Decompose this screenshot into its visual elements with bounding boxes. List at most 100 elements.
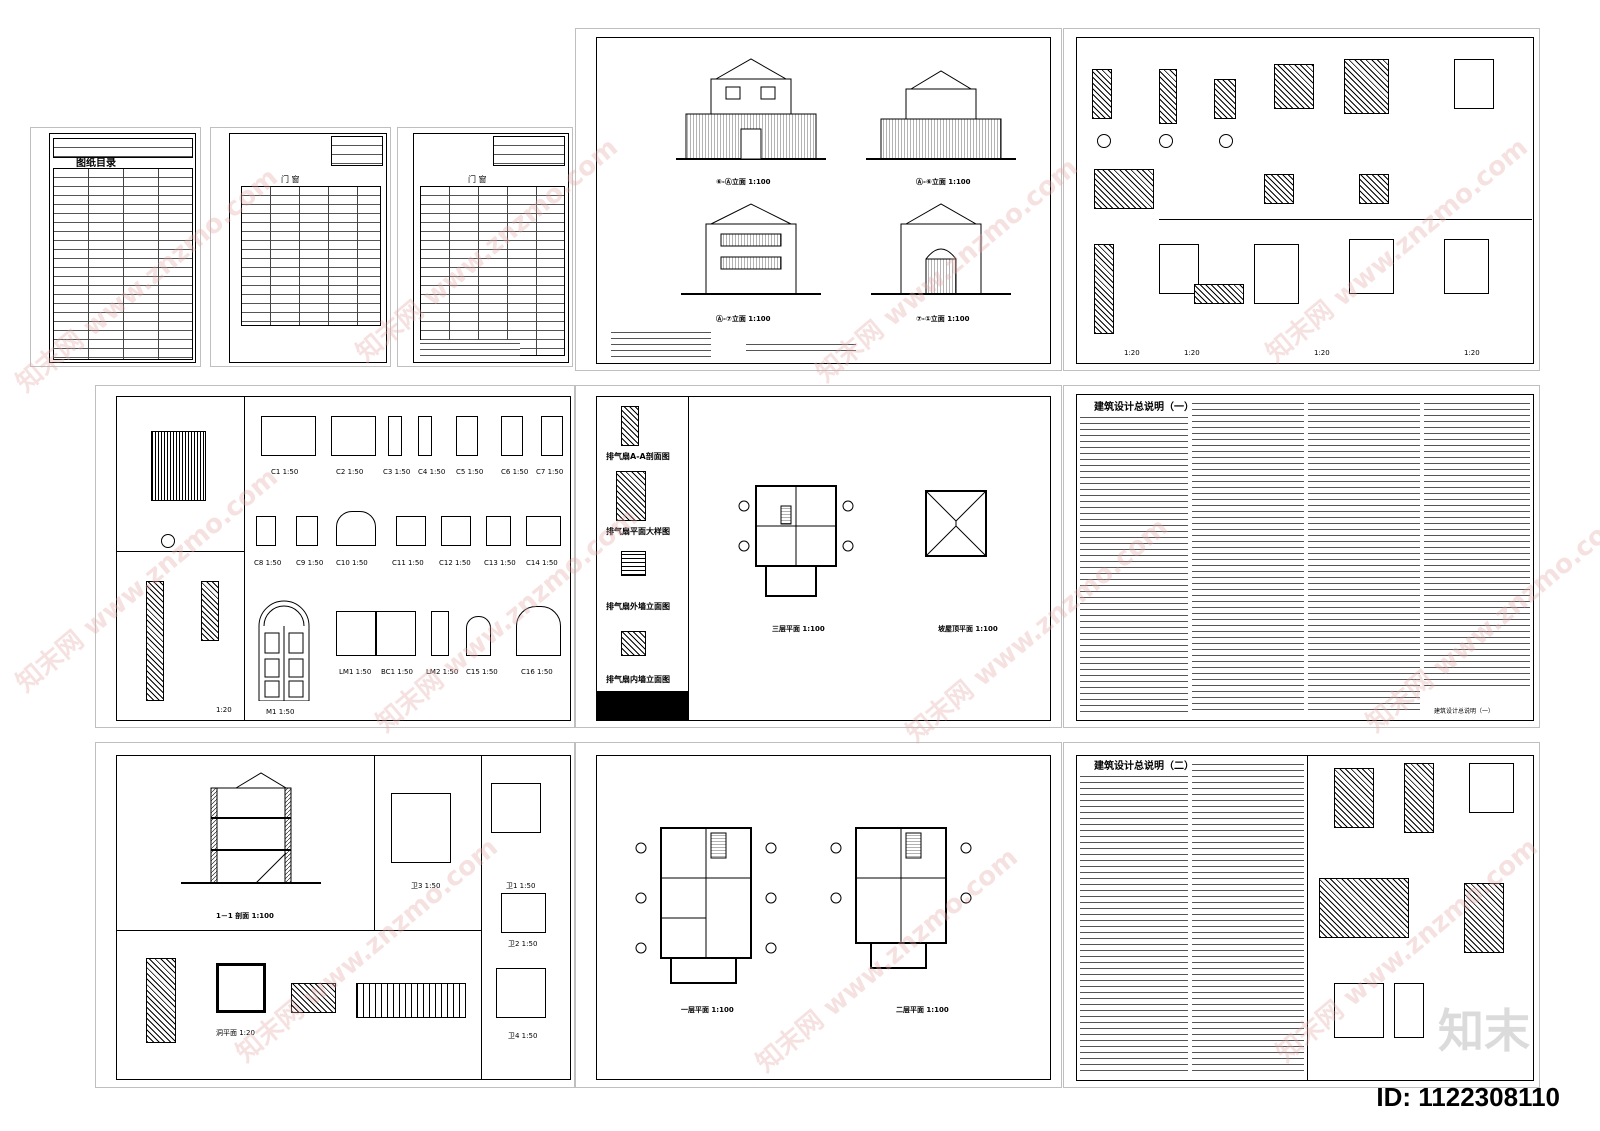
detail-index-circle — [1159, 134, 1173, 148]
stair-detail — [1334, 768, 1374, 828]
window-elevation-c8 — [256, 516, 276, 546]
eave-detail — [146, 958, 176, 1043]
first-floor-plan-label: 一层平面 1:100 — [681, 1006, 734, 1014]
toilet-4-label: 卫4 1:50 — [508, 1032, 538, 1040]
window-label-c14: C14 1:50 — [526, 559, 558, 567]
window-elevation-c2 — [331, 416, 376, 456]
section-detail — [201, 581, 219, 641]
door-window-table — [241, 186, 381, 326]
window-label-c9: C9 1:50 — [296, 559, 324, 567]
sheet-frame — [1076, 37, 1534, 364]
opening-plan-detail — [216, 963, 266, 1013]
detail-node — [1254, 244, 1299, 304]
window-label-c2: C2 1:50 — [336, 468, 364, 476]
detail-index-circle — [1097, 134, 1111, 148]
window-label-c6: C6 1:50 — [501, 468, 529, 476]
window-label-bc1: BC1 1:50 — [381, 668, 413, 676]
window-label-c8: C8 1:50 — [254, 559, 282, 567]
skylight-detail — [291, 983, 336, 1013]
window-elevation-c10 — [336, 511, 376, 546]
window-scale-b: 1:20 — [216, 706, 232, 714]
eave-detail-2 — [1464, 883, 1504, 953]
elevation-notes — [746, 341, 856, 353]
toilet-1-plan — [491, 783, 541, 833]
exhaust-title-4: 排气扇内墙立面图 — [606, 675, 670, 684]
door-table-sheet-1: 门 窗 — [210, 127, 391, 367]
window-detail — [1334, 983, 1384, 1038]
window-elevation-c1 — [261, 416, 316, 456]
window-label-c1: C1 1:50 — [271, 468, 299, 476]
roof-plan-label: 坡屋顶平面 1:100 — [938, 625, 998, 633]
window-label-c16: C16 1:50 — [521, 668, 553, 676]
notes-column — [1192, 761, 1304, 1073]
detail-index-circle — [161, 534, 175, 548]
divider — [1159, 219, 1532, 220]
second-floor-plan-drawing — [830, 827, 972, 969]
wall-detail — [1404, 763, 1434, 833]
window-elevation-c15 — [466, 616, 491, 656]
elevation-label-2: Ⓐ-⑥立面 1:100 — [916, 178, 971, 186]
window-elevation-c7 — [541, 416, 563, 456]
detail-node — [1094, 244, 1114, 334]
window-elevation-c4 — [418, 416, 432, 456]
detail-scale-a: 1:20 — [1124, 349, 1140, 357]
toilet-2-label: 卫2 1:50 — [508, 940, 538, 948]
opening-plan-label: 洞平面 1:20 — [216, 1029, 255, 1037]
divider — [374, 755, 375, 930]
window-label-c13: C13 1:50 — [484, 559, 516, 567]
first-floor-plan-drawing — [635, 827, 777, 984]
second-floor-plan-label: 二层平面 1:100 — [896, 1006, 949, 1014]
drawing-list-table — [53, 168, 193, 360]
window-elevation-c9 — [296, 516, 318, 546]
stair-section-detail — [1319, 878, 1409, 938]
window-elevation-lm1 — [336, 611, 376, 656]
parapet-detail — [1469, 763, 1514, 813]
exhaust-plan-drawing — [616, 471, 646, 521]
notes-column — [1080, 773, 1188, 1073]
title-block-table — [331, 136, 383, 166]
notes-column — [1192, 400, 1304, 714]
toilet-1-label: 卫1 1:50 — [506, 882, 536, 890]
sheet-frame — [596, 396, 1051, 721]
door-table-sheet-2: 门 窗 — [397, 127, 573, 367]
detail-node — [1344, 59, 1389, 114]
notes-column — [1424, 400, 1530, 690]
detail-node — [1159, 244, 1199, 294]
sheet-frame — [1076, 394, 1534, 721]
detail-node — [1359, 174, 1389, 204]
detail-index-circle — [1219, 134, 1233, 148]
window-label-c4: C4 1:50 — [418, 468, 446, 476]
third-floor-plan-label: 三层平面 1:100 — [772, 625, 825, 633]
design-notes-title-1: 建筑设计总说明（一） — [1094, 402, 1194, 413]
elevation-label-3: Ⓐ-⑦立面 1:100 — [716, 315, 771, 323]
exhaust-section-drawing — [621, 406, 639, 446]
third-floor-plan-drawing — [738, 485, 854, 597]
window-label-m1: M1 1:50 — [266, 708, 295, 716]
design-notes-sheet-1: 建筑设计总说明（一） 建筑设计总说明（一） — [1063, 385, 1540, 728]
elevation-drawing-2 — [866, 70, 1016, 160]
details-sheet-top: 1:20 1:20 1:20 1:20 — [1063, 28, 1540, 371]
windows-sheet: 1:20 C1 1:50 C2 1:50 C3 1:50 C4 1:50 C5 … — [95, 385, 575, 728]
window-elevation-c12 — [441, 516, 471, 546]
design-notes-footer: 建筑设计总说明（一） — [1434, 708, 1495, 715]
legend-notes — [611, 329, 711, 357]
sheet-frame — [596, 37, 1051, 364]
toilet-3-label: 卫3 1:50 — [411, 882, 441, 890]
window-label-c12: C12 1:50 — [439, 559, 471, 567]
window-label-c10: C10 1:50 — [336, 559, 368, 567]
door-window-table-2 — [420, 186, 565, 356]
divider — [481, 755, 482, 1080]
elevation-drawing-1 — [676, 58, 826, 160]
door-table-header: 门 窗 — [281, 175, 300, 184]
plan-exhaust-sheet: 排气扇A-A剖面图 排气扇平面大样图 排气扇外墙立面图 排气扇内墙立面图 三层平… — [575, 385, 1062, 728]
detail-node — [1094, 169, 1154, 209]
divider — [1307, 755, 1308, 1081]
section-detail — [146, 581, 164, 701]
sheet-frame — [116, 396, 571, 721]
elevation-label-1: ⑥-Ⓐ立面 1:100 — [716, 178, 771, 186]
section-sheet: 1－1 剖面 1:100 卫3 1:50 卫1 1:50 卫2 1:50 卫4 … — [95, 742, 575, 1088]
notes-column — [1308, 400, 1420, 714]
sheet-frame — [596, 755, 1051, 1080]
sheet-frame — [413, 133, 569, 363]
railing-detail — [356, 983, 466, 1018]
